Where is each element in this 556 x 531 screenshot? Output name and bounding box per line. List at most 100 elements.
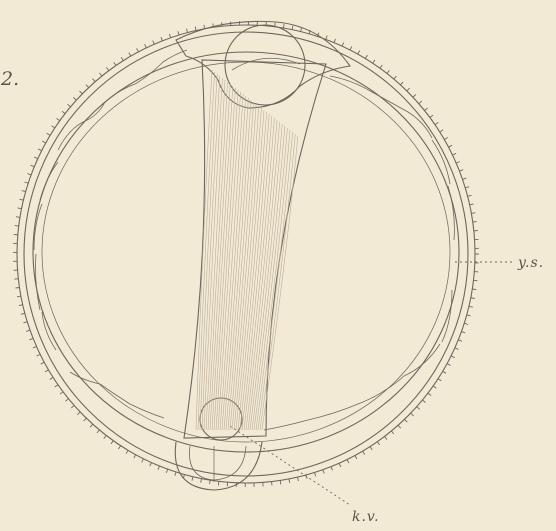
fringe-hair [21,313,25,314]
fringe-hair [394,76,397,79]
fringe-hair [73,98,76,101]
fringe-hair [443,371,446,373]
fringe-hair [464,323,468,324]
fringe-hair [323,470,324,474]
fringe-hair [166,469,167,473]
fringe-hair [106,67,108,70]
fringe-hair [158,466,160,470]
fringe-hair [104,435,107,438]
fringe-hair [20,199,24,200]
fringe-hair [62,111,65,113]
fringe-hair [175,472,176,476]
shading-stroke [236,110,264,430]
fringe-hair [358,51,360,55]
fringe-hair [400,82,403,85]
fringe-hair [153,41,155,45]
fringe-hair [458,340,462,342]
fringe-hair [33,346,37,348]
fringe-hair [150,463,152,467]
fringe-hair [433,386,436,388]
fringe-hair [411,413,414,416]
optic-vesicle [225,25,305,105]
fringe-hair [331,467,333,471]
fringe-hair [14,279,18,280]
fringe-hair [68,104,71,107]
fringe-hair [42,141,46,143]
fringe-hair [84,418,87,421]
fringe-hair [210,480,211,484]
fringe-hair [16,217,20,218]
fringe-hair [45,370,49,372]
fringe-hair [280,480,281,484]
fringe-hair [334,39,336,43]
fringe-hair [460,170,464,172]
fringe-hair [145,44,147,48]
yolk-sac-inner-edge [42,62,450,442]
fringe-hair [204,25,205,29]
fringe-hair [161,37,162,41]
fringe-hair [438,379,441,381]
fringe-hair [468,195,472,196]
fringe-hair [38,149,42,151]
fringe-hair [422,400,425,403]
fringe-hair [272,482,273,486]
fringe-hair [17,296,21,297]
shading-stroke [256,130,290,430]
fringe-hair [350,46,352,50]
fringe-hair [114,62,116,65]
fringe-hair [473,222,477,223]
fringe-hair [292,26,293,30]
fringe-hair [34,157,38,159]
membrane-fringe [13,21,479,487]
fringe-hair [462,332,466,333]
fringe-hair [50,377,53,379]
fringe-hair [413,95,416,98]
fringe-hair [187,29,188,33]
figure-number: 2. [1,68,19,90]
fringe-hair [126,450,128,453]
fringe-hair [118,446,120,449]
shading-stroke [234,108,261,430]
fringe-hair [37,354,41,356]
fringe-hair [405,419,408,422]
inner-envelope [24,32,468,476]
fringe-hair [24,182,28,183]
fringe-hair [52,126,55,128]
fringe-hair [456,162,460,164]
fringe-hair [387,70,389,73]
fringe-hair [283,24,284,28]
fringe-hair [18,208,22,209]
fringe-hair [326,36,327,40]
fringe-hair [301,28,302,32]
fringe-hair [435,122,438,124]
fringe-hair [77,412,80,415]
fringe-hair [97,430,100,433]
fringe-hair [134,455,136,459]
fringe-hair [90,424,93,427]
label-yolk-sac: y.s. [518,255,544,271]
fringe-hair [339,463,341,467]
fringe-hair [121,57,123,60]
fringe-hair [425,108,428,111]
fringe-hair [398,425,401,428]
fringe-hair [16,288,20,289]
fringe-hair [470,204,474,205]
fringe-hair [169,34,170,38]
shading-stroke [222,96,246,430]
fringe-hair [342,43,344,47]
optic-fold [232,58,300,70]
shading-stroke [224,98,248,430]
fringe-hair [22,191,26,192]
fringe-hair [430,115,433,117]
periblast-right [264,76,454,430]
fringe-hair [355,455,357,459]
periblast-left [34,50,187,418]
shading-stroke [248,122,280,430]
fringe-hair [347,460,349,464]
fringe-hair [474,280,478,281]
fringe-hair [363,451,365,455]
fringe-hair [99,73,102,76]
fringe-hair [19,305,23,306]
fringe-hair [129,53,131,57]
